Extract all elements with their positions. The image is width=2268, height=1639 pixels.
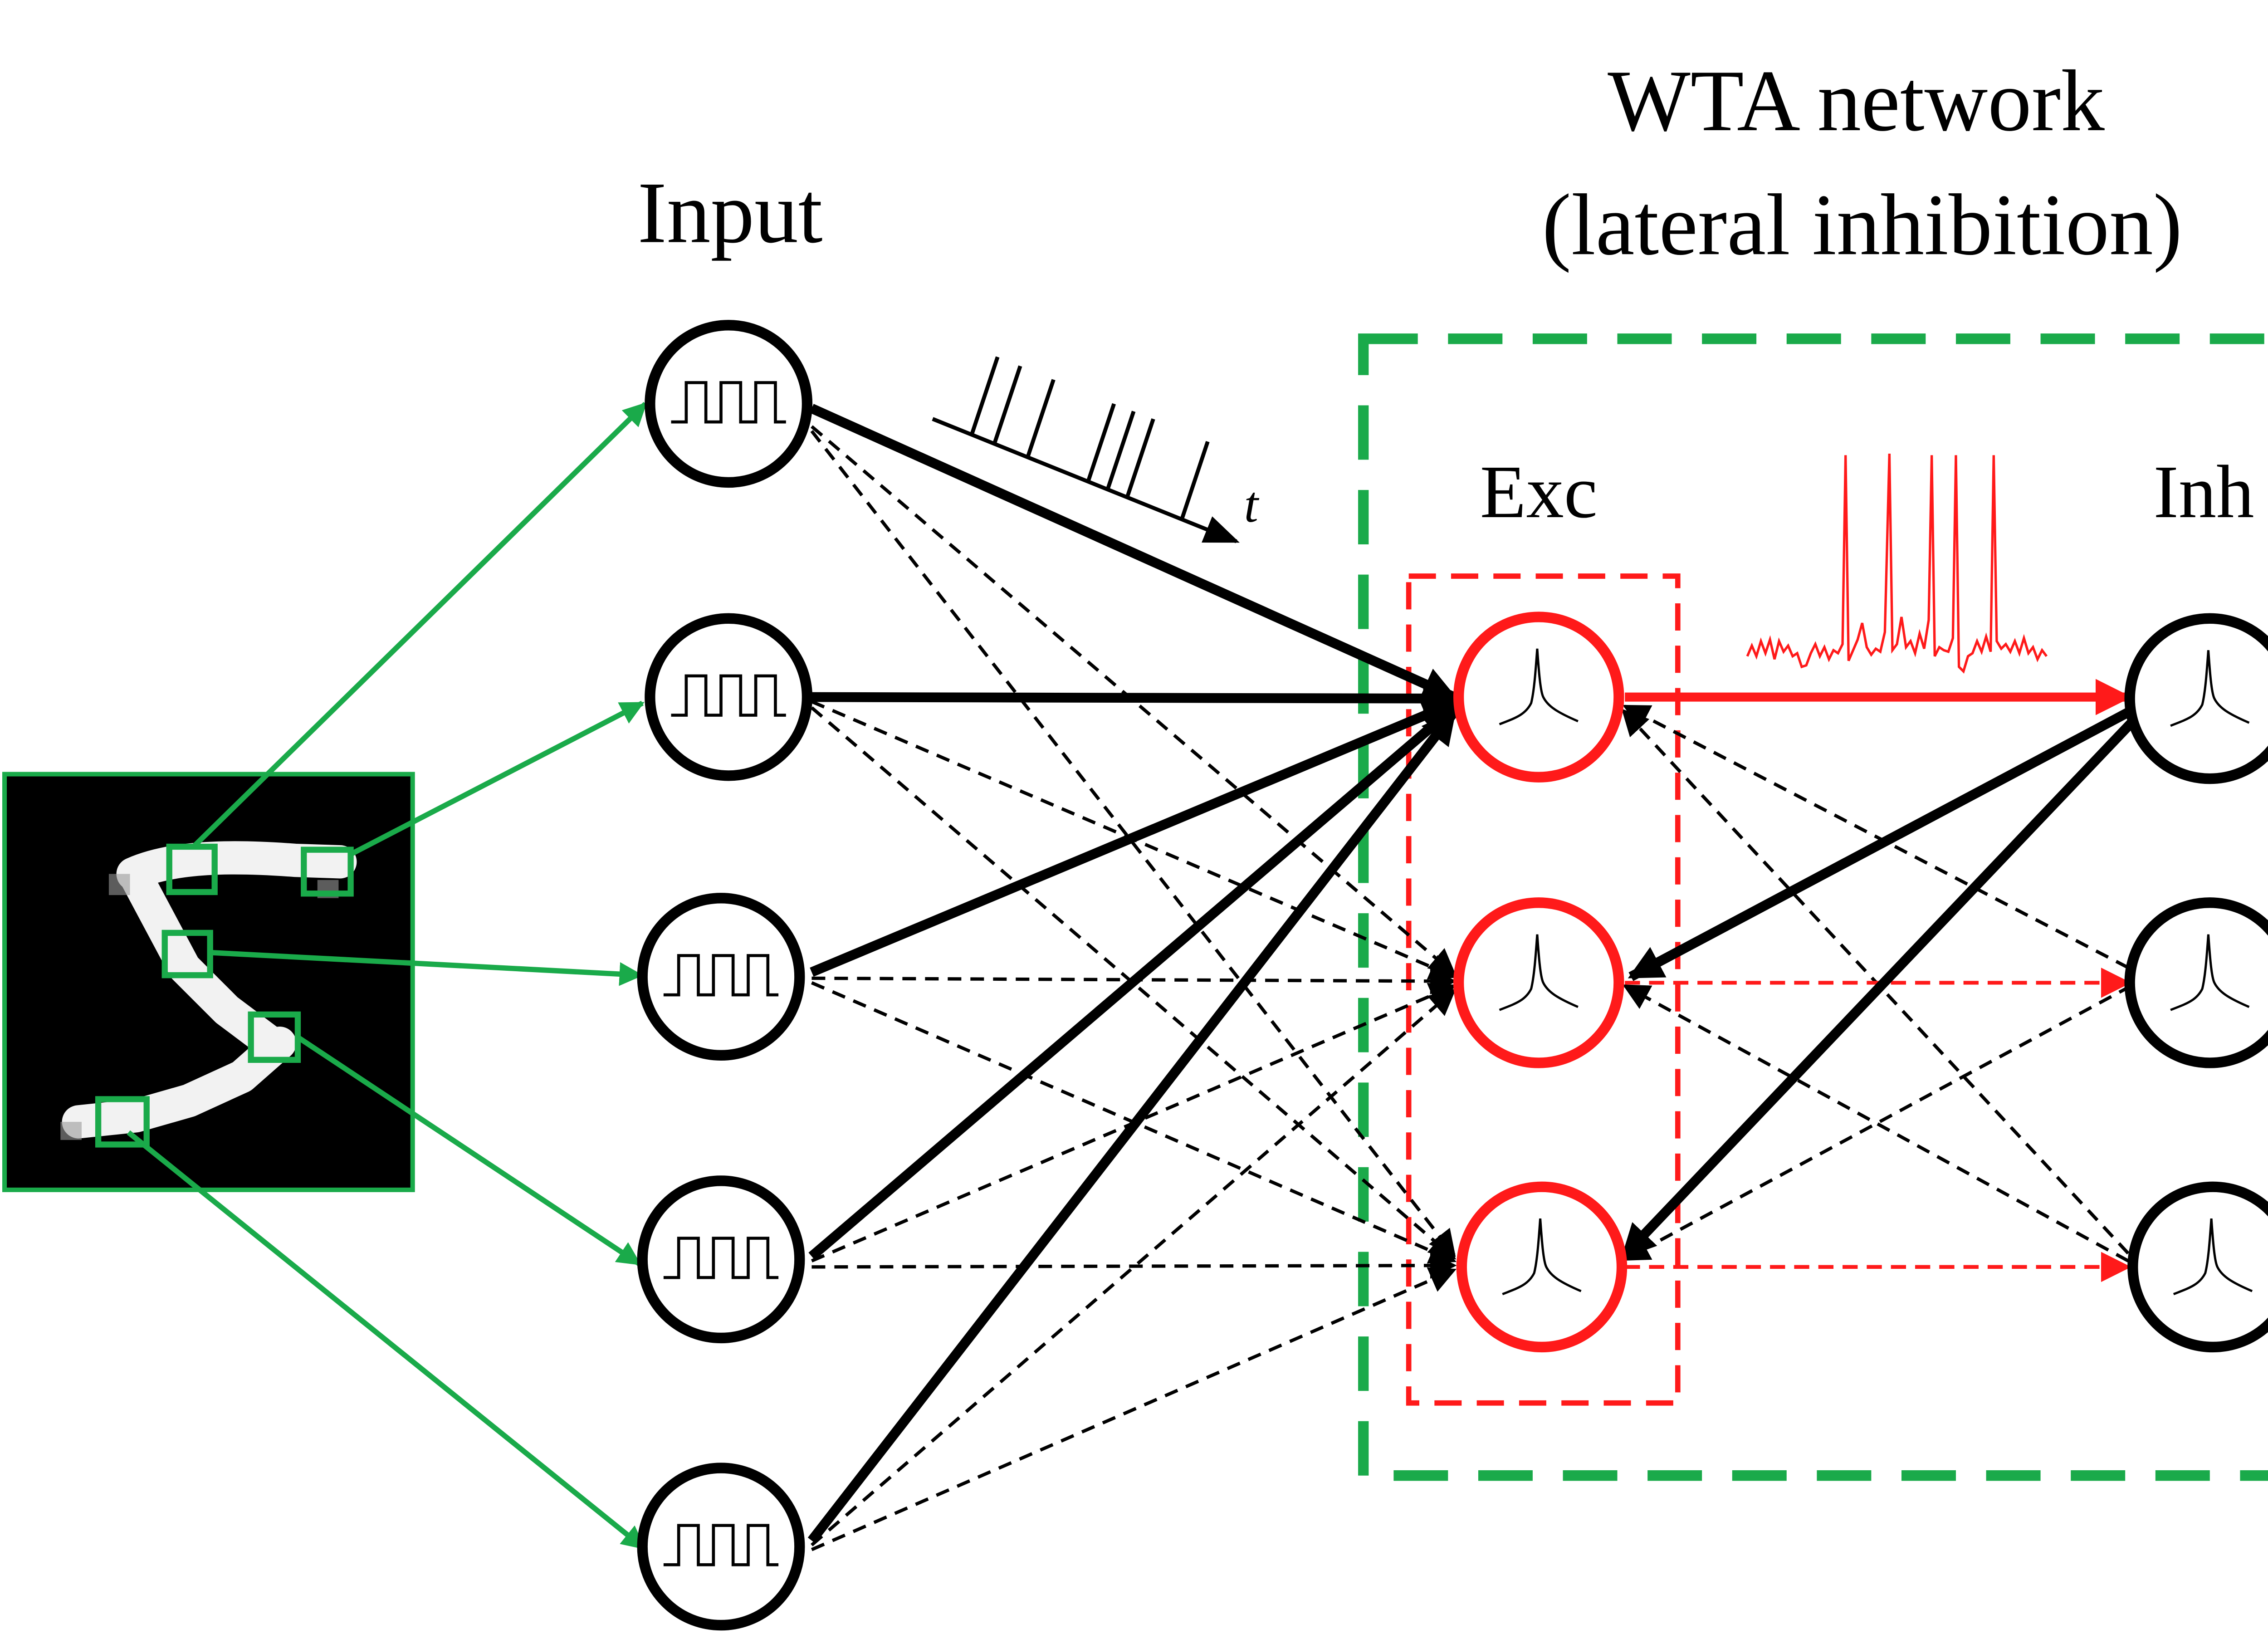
excitatory-layer-box	[1406, 573, 1681, 1406]
pixel-to-input-arrow-4	[296, 1035, 641, 1267]
weak-synapse-4-3	[811, 1252, 1457, 1279]
wta-title-line-2: (lateral inhibition)	[1542, 176, 2182, 273]
excitatory-neuron-2	[1453, 897, 1624, 1068]
weak-synapse-2-3	[811, 706, 1457, 1260]
inh1-to-exc2-arrow	[1628, 706, 2134, 981]
inhibitory-neuron-1	[2124, 613, 2268, 784]
time-label: t	[1244, 476, 1259, 533]
strong-synapse-4	[808, 704, 1457, 1260]
inh1-to-exc3-arrow	[1620, 716, 2138, 1260]
inh2-to-exc1-arrow	[1622, 705, 2129, 969]
inhibitory-neuron-3	[2127, 1181, 2268, 1353]
excitatory-neuron-1	[1453, 612, 1624, 783]
weak-synapse-5-3	[811, 1267, 1457, 1551]
pixel-to-input-arrow-3	[210, 949, 644, 986]
inh-label: Inh	[2153, 450, 2254, 534]
strong-synapse-5	[807, 709, 1458, 1544]
exc-label: Exc	[1480, 450, 1598, 534]
wta-title-line-1: WTA network	[1608, 52, 2105, 149]
membrane-potential-trace	[1746, 454, 2048, 674]
input-neuron-3	[637, 893, 805, 1061]
strong-synapse-3	[810, 698, 1457, 977]
input-title: Input	[638, 164, 823, 261]
input-neuron-1	[645, 320, 813, 488]
pixel-marker-2	[301, 846, 354, 897]
inhibitory-neuron-2	[2124, 897, 2268, 1068]
strong-synapse-1	[809, 404, 1457, 702]
pixel-to-input-arrow-5	[127, 1130, 646, 1551]
weak-synapse-5-2	[811, 988, 1457, 1546]
mnist-digit-image	[2, 772, 415, 1192]
time-axis-arrow	[932, 417, 1240, 543]
inh2-to-exc3-arrow	[1623, 984, 2132, 1261]
strong-synapse-2	[811, 681, 1458, 716]
pixel-to-input-arrow-2	[349, 700, 645, 857]
excitatory-neuron-3	[1456, 1181, 1628, 1353]
weak-synapse-1-2	[811, 425, 1457, 976]
wta-network-box	[1358, 333, 2268, 1481]
input-neuron-2	[645, 613, 813, 781]
input-neuron-4	[637, 1175, 805, 1344]
input-spike-train	[932, 356, 1240, 543]
inh3-to-exc2-arrow	[1623, 984, 2129, 1262]
pixel-marker-1	[166, 843, 218, 895]
pixel-to-input-arrow-1	[191, 401, 647, 849]
pixel-marker-5	[95, 1096, 150, 1148]
input-neuron-5	[637, 1463, 805, 1631]
